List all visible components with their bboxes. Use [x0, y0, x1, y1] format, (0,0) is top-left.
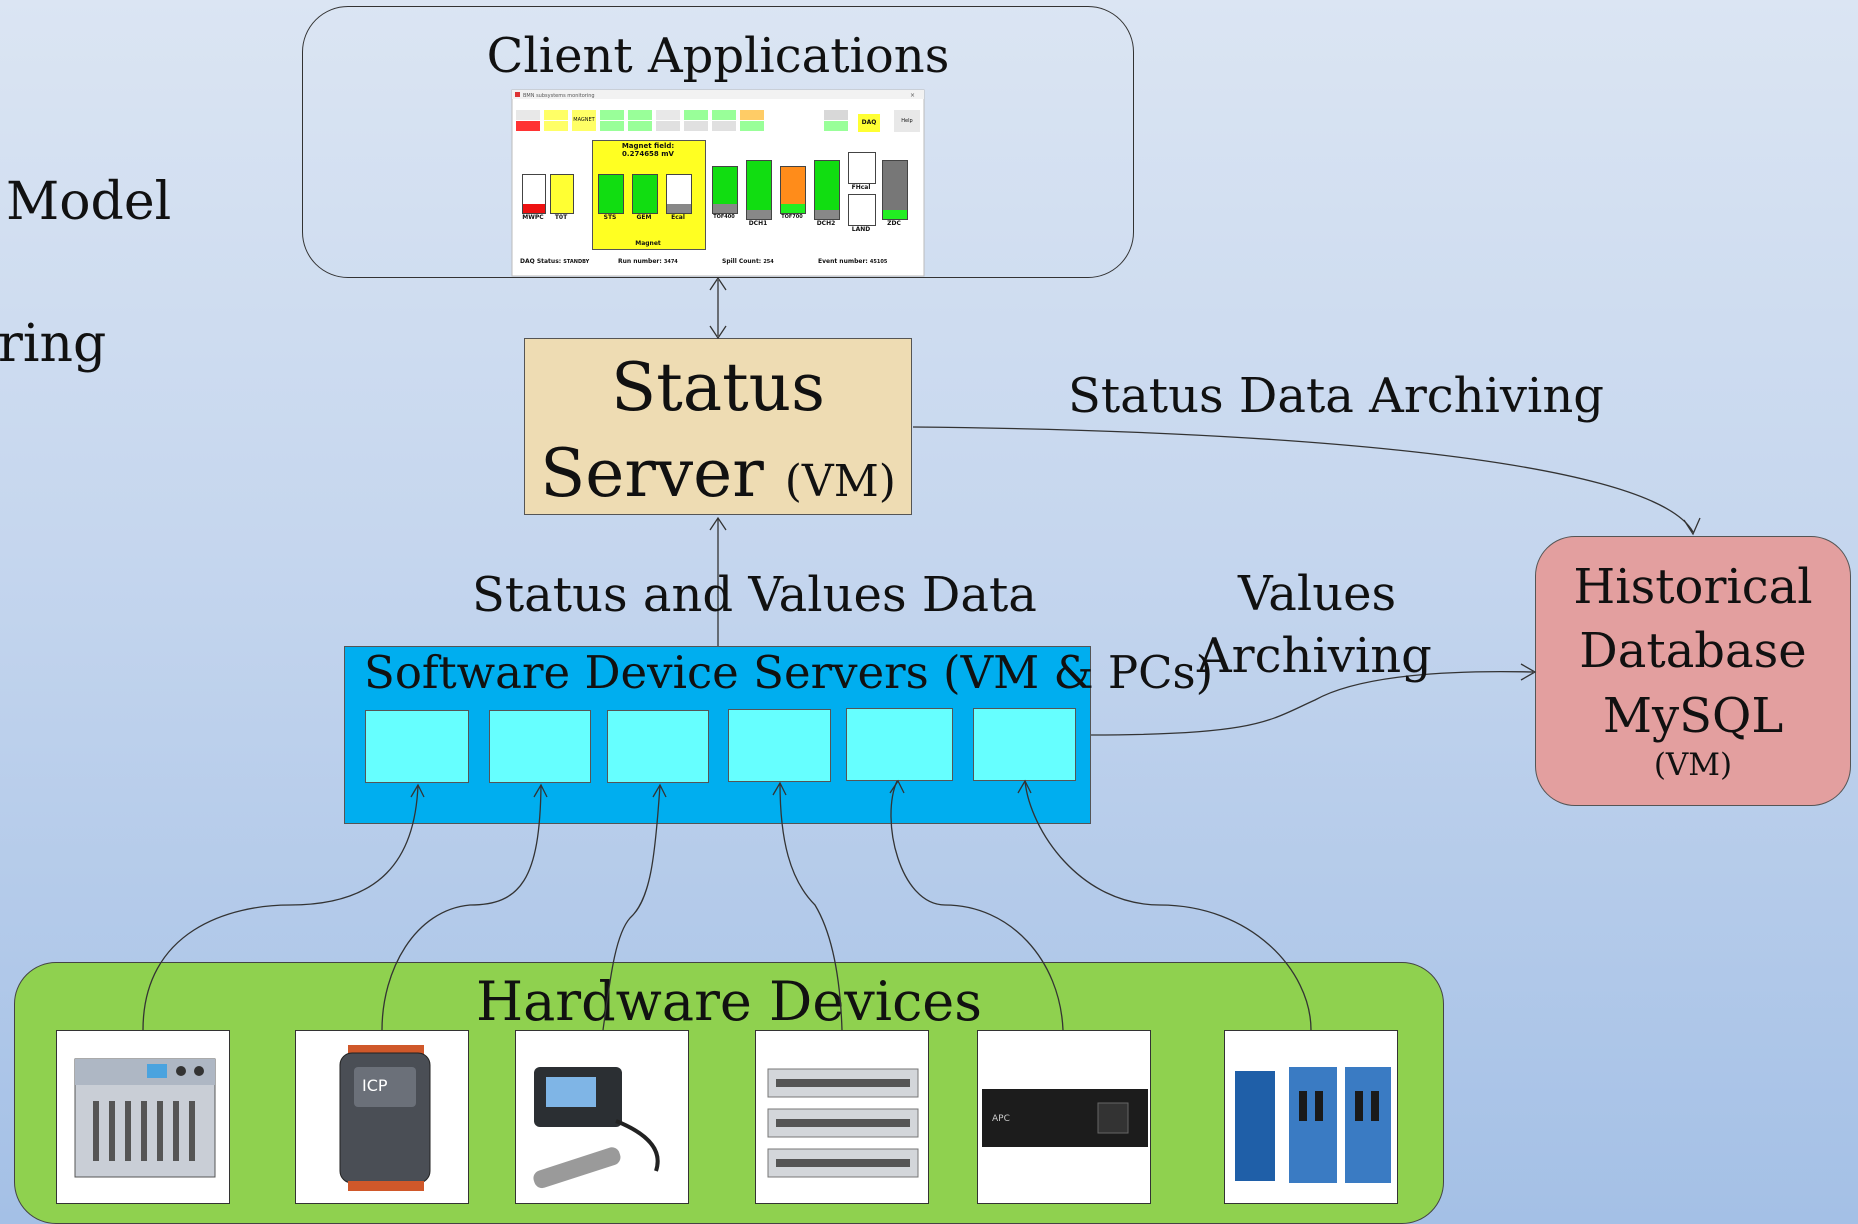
- daq-status: DAQ Status: STANDBY: [520, 258, 590, 265]
- label-tof700: TOF700: [781, 214, 803, 220]
- crate-image: [56, 1030, 230, 1204]
- status-server-line2: Server (VM): [540, 435, 896, 512]
- detector-t0t: [550, 174, 574, 214]
- label-gem: GEM: [636, 214, 652, 221]
- detector-tof700: [780, 166, 806, 214]
- label-fhcal: FHcal: [851, 184, 871, 191]
- magnet-field-value: 0.274658 mV: [622, 150, 674, 158]
- help-button: Help: [894, 110, 920, 132]
- detector-zdc: [882, 160, 908, 220]
- client-applications-title: Client Applications: [486, 28, 950, 84]
- detector-land: [848, 194, 876, 226]
- run-number: Run number: 3474: [618, 258, 678, 265]
- device-server-cell: [846, 708, 953, 781]
- controller-modules-image: [1224, 1030, 1398, 1204]
- database-line2: Database: [1579, 623, 1807, 679]
- detector-tof400: [712, 166, 738, 214]
- status-server-box: Status Server (VM): [524, 338, 912, 515]
- hv-button-row: [516, 121, 916, 131]
- daq-button: DAQ: [858, 114, 880, 132]
- label-sts: STS: [603, 214, 617, 221]
- label-t0t: T0T: [554, 214, 568, 221]
- label-ecal: Ecal: [671, 214, 685, 221]
- device-server-cell: [728, 709, 831, 782]
- detector-fhcal: [848, 152, 876, 184]
- hardware-devices-title: Hardware Devices: [476, 970, 982, 1033]
- historical-database-box: Historical Database MySQL (VM): [1535, 536, 1851, 806]
- monitoring-app: MAGNET DAQ Help Magnet field: 0.274658 m…: [512, 90, 924, 276]
- device-server-cell: [489, 710, 591, 783]
- status-and-values-data-label: Status and Values Data: [472, 567, 1037, 623]
- svg-text:APC: APC: [992, 1114, 1010, 1124]
- network-switch-image: [755, 1030, 929, 1204]
- io-module-image: ICP: [295, 1030, 469, 1204]
- label-tof400: TOF400: [713, 214, 735, 220]
- top-button-row: [516, 110, 916, 120]
- left-text-model: Model: [6, 172, 172, 232]
- detector-mwpc: [522, 174, 546, 214]
- spill-count: Spill Count: 254: [722, 258, 774, 265]
- label-dch1: DCH1: [748, 220, 768, 227]
- label-zdc: ZDC: [887, 220, 901, 227]
- ups-image: APC: [977, 1030, 1151, 1204]
- status-server-suffix: (VM): [784, 456, 896, 507]
- device-server-cell: [973, 708, 1076, 781]
- svg-text:ICP: ICP: [362, 1076, 388, 1095]
- sensor-image: [515, 1030, 689, 1204]
- software-device-servers-title: Software Device Servers (VM & PCs): [364, 646, 1214, 699]
- event-number: Event number: 45105: [818, 258, 888, 265]
- status-server-line1: Status: [611, 349, 825, 426]
- detector-ecal: [666, 174, 692, 214]
- database-line4: (VM): [1653, 747, 1733, 783]
- database-line1: Historical: [1573, 559, 1813, 615]
- values-archiving-label-1: Values: [1238, 566, 1397, 622]
- label-mwpc: MWPC: [522, 214, 544, 221]
- label-land: LAND: [851, 226, 871, 233]
- detector-dch2: [814, 160, 840, 220]
- left-text-ring: ring: [0, 314, 107, 374]
- detector-sts: [598, 174, 624, 214]
- device-server-cell: [607, 710, 709, 783]
- magnet-top-button: MAGNET: [572, 110, 596, 131]
- label-dch2: DCH2: [816, 220, 836, 227]
- magnet-field-label: Magnet field:: [621, 142, 675, 150]
- values-archiving-label-2: Archiving: [1197, 628, 1432, 684]
- magnet-label: Magnet: [635, 240, 661, 247]
- device-server-cell: [365, 710, 469, 783]
- detector-gem: [632, 174, 658, 214]
- status-data-archiving-label: Status Data Archiving: [1068, 368, 1605, 424]
- detector-dch1: [746, 160, 772, 220]
- database-line3: MySQL: [1602, 688, 1784, 744]
